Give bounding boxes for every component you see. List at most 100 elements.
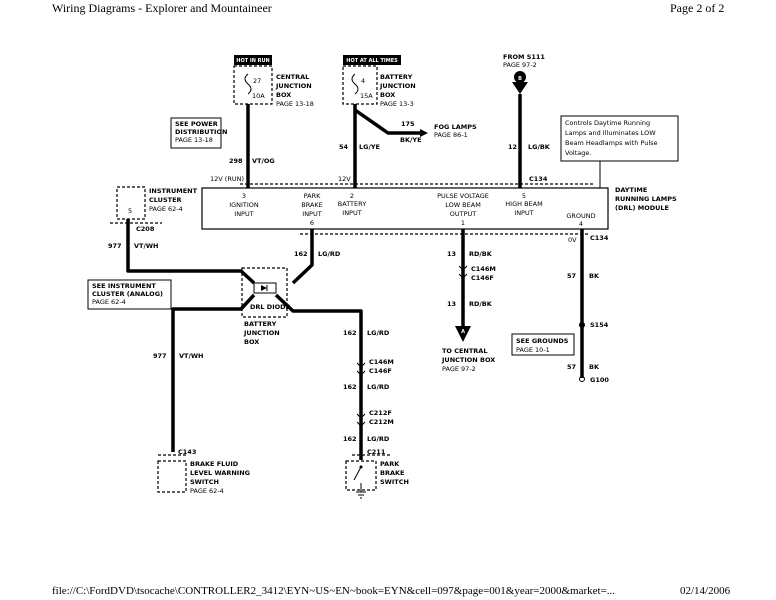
wire-298-circuit: 298 (229, 157, 243, 165)
wire-162d-color: LG/RD (367, 435, 390, 443)
pin-ground-number: 4 (579, 220, 583, 228)
g100-label: G100 (590, 376, 609, 384)
drl-module-box (201, 187, 609, 230)
fuse-4-box (342, 65, 378, 105)
wire-977-upper (126, 219, 256, 285)
c212-icon-top (356, 413, 366, 419)
wire-162c-circuit: 162 (343, 383, 357, 391)
fog-arrow-icon (420, 129, 428, 137)
hot-in-run-bar (234, 55, 272, 65)
pin-park-number: 6 (310, 219, 314, 227)
drl-module-line2: RUNNING LAMPS (615, 195, 677, 203)
to-central-page: PAGE 97-2 (442, 365, 476, 373)
battery-junction-box-line2: JUNCTION (379, 82, 416, 90)
wire-13a-color: RD/BK (469, 250, 493, 258)
drl-diode-label: DRL DIODE (250, 303, 290, 311)
arrow-down-icon (512, 82, 528, 94)
pin-pulse-number: 1 (461, 219, 465, 227)
wire-977b-circuit: 977 (153, 352, 167, 360)
instrument-cluster-line2: CLUSTER (149, 196, 182, 204)
see-grounds-page: PAGE 10-1 (516, 346, 550, 354)
c208-label: C208 (136, 225, 155, 233)
see-power-box (170, 117, 222, 149)
pin-park-line2: BRAKE (301, 201, 323, 209)
c212-icon-bottom (356, 421, 366, 427)
diode-bjb-line1: BATTERY (244, 320, 277, 328)
wire-57b-circuit: 57 (567, 363, 576, 371)
hot-at-all-times-label: HOT AT ALL TIMES (346, 58, 398, 64)
v12-label: 12V (338, 175, 351, 183)
see-power-page: PAGE 13-18 (175, 136, 213, 144)
wire-162a-color: LG/RD (318, 250, 341, 258)
instrument-cluster-page: PAGE 62-4 (149, 205, 183, 213)
c146-b-male: C146M (369, 358, 394, 366)
fuse-27-rating: 10A (252, 92, 265, 100)
c146-b-icon-bottom (356, 370, 366, 376)
pin-pulse-line3: OUTPUT (450, 210, 477, 218)
c143-label: C143 (178, 448, 196, 456)
fuse-27-icon (244, 73, 252, 95)
central-junction-box-page: PAGE 13-18 (276, 100, 314, 108)
fog-lamps-page: PAGE 86-1 (434, 131, 468, 139)
park-brake-line2: BRAKE (380, 469, 404, 477)
module-note-line3: Beam Headlamps with Pulse (565, 139, 658, 147)
brake-fluid-switch-box (157, 460, 187, 493)
pin-ignition-label: IGNITION (229, 201, 259, 209)
pin-battery-number: 2 (350, 192, 354, 200)
module-note-line1: Controls Daytime Running (565, 119, 650, 127)
from-s111-title: FROM S111 (503, 53, 545, 61)
footer-file-path: file://C:\FordDVD\tsocache\CONTROLLER2_3… (52, 585, 616, 597)
pin-battery-input: INPUT (342, 209, 361, 217)
pin-high-number: 5 (522, 192, 526, 200)
wire-12-color: LG/BK (528, 143, 551, 151)
wire-162-lower (274, 293, 363, 460)
battery-junction-box-diode (241, 267, 288, 318)
see-cluster-page: PAGE 62-4 (92, 298, 126, 306)
fuse-27-box (233, 65, 273, 105)
footer-date: 02/14/2006 (680, 585, 731, 597)
wire-54-circuit: 54 (339, 143, 349, 151)
drl-diode-body (253, 282, 277, 294)
c146-a-icon-top (458, 265, 468, 271)
wire-977-lower (171, 293, 256, 452)
to-central-line2: JUNCTION BOX (441, 356, 495, 364)
pin-park-line1: PARK (304, 192, 321, 200)
see-power-line2: DISTRIBUTION (175, 128, 227, 136)
wire-162a-circuit: 162 (294, 250, 308, 258)
pin-pulse-line2: LOW BEAM (445, 201, 481, 209)
c146-b-female: C146F (369, 367, 392, 375)
park-brake-line1: PARK (380, 460, 400, 468)
c146-a-icon-bottom (458, 273, 468, 279)
connector-b-icon (514, 71, 526, 83)
page-number: Page 2 of 2 (670, 1, 725, 15)
c211-label: C211 (367, 448, 386, 456)
drl-module-line1: DAYTIME (615, 186, 647, 194)
see-power-line1: SEE POWER (175, 120, 218, 128)
page-header-title: Wiring Diagrams - Explorer and Mountaine… (52, 1, 272, 15)
wire-162-upper (291, 229, 314, 285)
c134-top-label: C134 (529, 175, 548, 183)
wire-57a-color: BK (589, 272, 600, 280)
c134-right-label: C134 (590, 234, 609, 242)
instrument-cluster-line1: INSTRUMENT (149, 187, 198, 195)
pin-ground-label: GROUND (566, 212, 595, 220)
park-brake-line3: SWITCH (380, 478, 409, 486)
to-central-line1: TO CENTRAL (442, 347, 487, 355)
wire-175-circuit: 175 (401, 120, 415, 128)
pin-pulse-line1: PULSE VOLTAGE (437, 192, 489, 200)
wire-57b-color: BK (589, 363, 600, 371)
pin-battery-label: BATTERY (338, 200, 366, 208)
see-grounds-title: SEE GROUNDS (516, 337, 569, 345)
wire-54-color: LG/YE (359, 143, 380, 151)
pin-ignition-input: INPUT (234, 210, 253, 218)
module-note-line2: Lamps and Illuminates LOW (565, 129, 656, 137)
drl-module-line3: (DRL) MODULE (615, 204, 669, 212)
splice-s154-icon (579, 322, 585, 328)
see-cluster-box (87, 279, 172, 310)
wire-162b-circuit: 162 (343, 329, 357, 337)
wire-162b-color: LG/RD (367, 329, 390, 337)
central-junction-box-line2: JUNCTION (275, 82, 312, 90)
brake-fluid-line1: BRAKE FLUID (190, 460, 239, 468)
ground-icon (356, 491, 366, 499)
